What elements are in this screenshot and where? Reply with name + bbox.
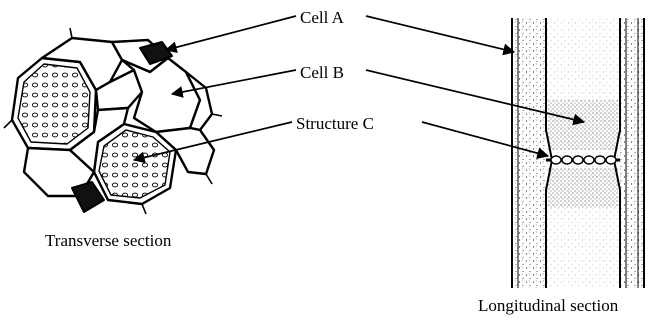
label-cell-a: Cell A (300, 8, 345, 27)
longitudinal-section (511, 18, 645, 288)
label-structure-c: Structure C (296, 114, 374, 133)
cell-top (40, 36, 124, 92)
pointer-cell-b-transverse (170, 69, 297, 98)
label-transverse-section: Transverse section (45, 231, 172, 250)
sieve-plate (546, 155, 620, 165)
transverse-section (3, 27, 223, 215)
pointer-cell-b-longitudinal (365, 69, 586, 126)
companion-cell-a (139, 41, 173, 65)
pointer-structure-c-transverse (132, 121, 293, 164)
pointer-cell-a-transverse (164, 15, 297, 54)
pointer-cell-a-longitudinal (365, 15, 516, 56)
cell-bottom (68, 106, 130, 174)
pointer-structure-c-longitudinal (421, 121, 550, 159)
label-longitudinal-section: Longitudinal section (478, 296, 619, 315)
label-cell-b: Cell B (300, 63, 344, 82)
companion-cell-bottom (71, 181, 105, 213)
